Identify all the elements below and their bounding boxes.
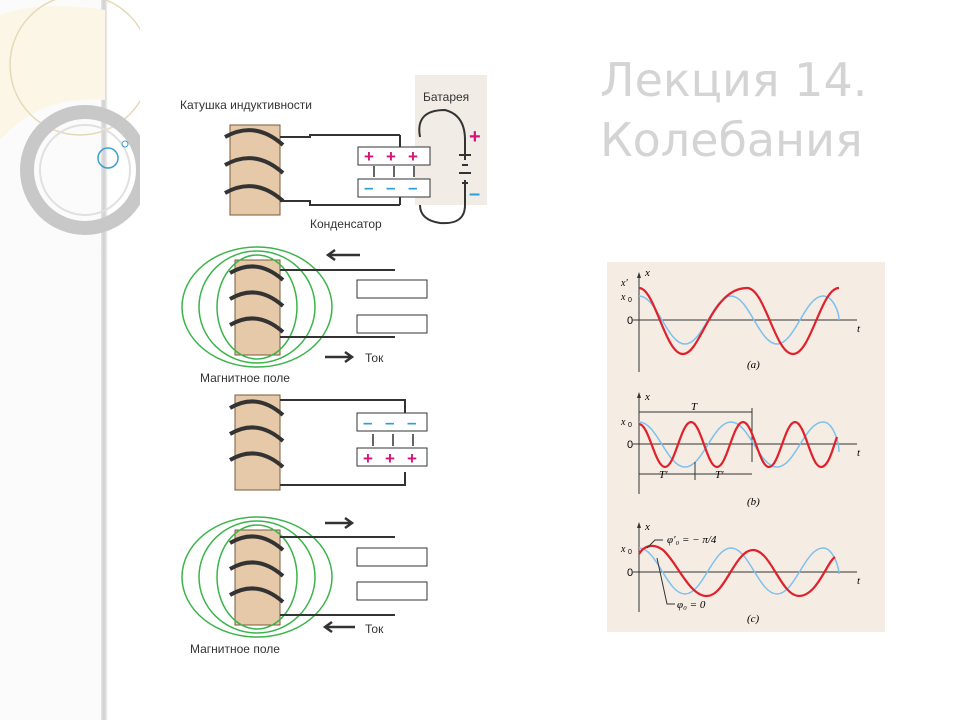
coil-core [234, 529, 281, 626]
capacitor-plate-top [356, 547, 428, 567]
zero-label: 0 [627, 439, 633, 451]
graph-c: x t 0 x 0 φ'₀ = − π/4 φ₀ = 0 (c) [620, 521, 861, 625]
coil-core [234, 394, 281, 491]
zero-label: 0 [627, 567, 633, 579]
capacitor-plate-top [356, 279, 428, 299]
minus-sign: – [385, 413, 394, 432]
period-Tprime-label: T' [715, 469, 724, 481]
plus-sign: + [363, 449, 373, 468]
axis-t-label: t [857, 447, 861, 459]
decor-circles [0, 0, 140, 235]
lc-circuit-figure: Катушка индуктивности Батарея + + + – – … [180, 75, 487, 656]
x0-sub: 0 [628, 422, 632, 429]
period-Tprime-label: T' [659, 469, 668, 481]
battery-minus: – [469, 183, 480, 205]
plus-sign: + [364, 147, 374, 166]
graph-b: x t 0 x 0 T T' T' (b) [620, 391, 861, 508]
zero-label: 0 [627, 315, 633, 327]
minus-sign: – [363, 413, 372, 432]
battery-label: Батарея [423, 90, 469, 104]
axis-t-label: t [857, 575, 861, 587]
minus-sign: – [386, 178, 395, 197]
x0-label: x [620, 544, 626, 555]
field-label: Магнитное поле [190, 642, 280, 656]
capacitor-plate-bottom [356, 447, 428, 467]
capacitor-plate-bottom [356, 314, 428, 334]
minus-sign: – [408, 178, 417, 197]
plus-sign: + [407, 449, 417, 468]
capacitor-plate-bottom [357, 178, 431, 198]
axis-t-label: t [857, 323, 861, 335]
title-line-1: Лекция 14. [600, 53, 868, 107]
coil-core [229, 124, 281, 216]
capacitor-plate-top [356, 412, 428, 432]
stage-reverse-current: Ток Магнитное поле [181, 516, 428, 656]
current-label: Ток [365, 622, 384, 636]
caption-b: (b) [747, 496, 760, 508]
inductor-label: Катушка индуктивности [180, 98, 312, 112]
stage-recharged: – – – + + + [228, 394, 428, 491]
graph-a: x t 0 x' x 0 (a) [620, 267, 861, 372]
plus-sign: + [408, 147, 418, 166]
axis-x-label: x [644, 267, 650, 279]
axis-x-label: x [644, 521, 650, 533]
stage-discharge: Ток Магнитное поле [181, 246, 428, 385]
caption-a: (a) [747, 359, 760, 371]
coil-core [234, 259, 281, 356]
capacitor-label: Конденсатор [310, 217, 382, 231]
minus-sign: – [364, 178, 373, 197]
field-label: Магнитное поле [200, 371, 290, 385]
battery-plus: + [469, 126, 481, 148]
oscillation-graphs: x t 0 x' x 0 (a) x t 0 x 0 T T' T' (b) x… [607, 262, 885, 632]
left-divider-line [101, 0, 107, 720]
x0-label: x [620, 292, 626, 303]
caption-c: (c) [747, 613, 760, 625]
period-T-label: T [691, 401, 698, 413]
plus-sign: + [385, 449, 395, 468]
capacitor-plate-top [357, 146, 431, 166]
title-line-2: Колебания [600, 113, 863, 167]
axis-x-label: x [644, 391, 650, 403]
phase-zero-label: φ₀ = 0 [677, 599, 706, 611]
capacitor-plate-bottom [356, 581, 428, 601]
plus-sign: + [386, 147, 396, 166]
phase-shifted-label: φ'₀ = − π/4 [667, 534, 717, 546]
x0-sub: 0 [628, 297, 632, 304]
minus-sign: – [407, 413, 416, 432]
x0-prime-label: x' [620, 278, 628, 289]
stage-charging: Катушка индуктивности Батарея + + + – – … [180, 75, 487, 231]
x0-label: x [620, 417, 626, 428]
x0-sub: 0 [628, 549, 632, 556]
slide-title: Лекция 14. Колебания [600, 50, 940, 170]
current-label: Ток [365, 351, 384, 365]
